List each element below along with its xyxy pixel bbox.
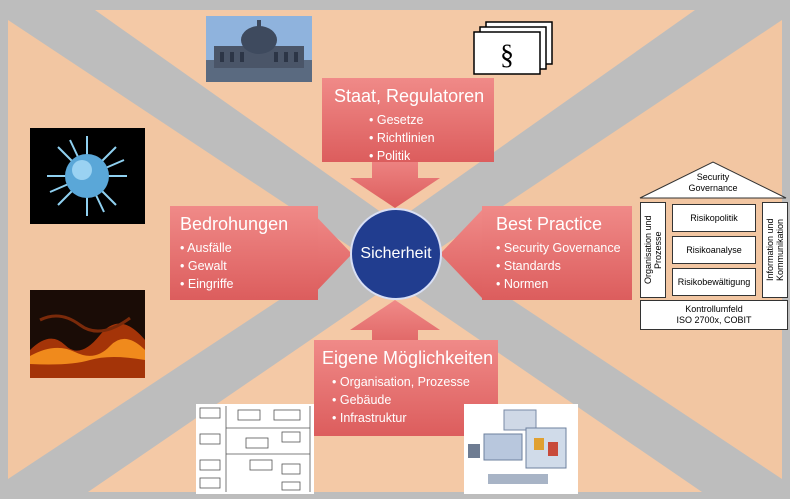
list-item: Standards [496,257,621,275]
governance-row: Risikoanalyse [672,236,756,264]
governance-left-pillar: Organisation und Prozesse [640,202,666,298]
infrastructure-image [464,404,578,494]
bottom-box-title: Eigene Möglichkeiten [322,348,494,368]
list-item: Organisation, Prozesse [332,373,493,391]
bottom-box-list: Organisation, Prozesse Gebäude Infrastru… [332,373,493,427]
center-label: Sicherheit [360,245,432,262]
list-item: Gesetze [369,111,484,129]
document-stack-icon: § [473,21,553,75]
top-box-list: Gesetze Richtlinien Politik [369,111,484,165]
left-box-title: Bedrohungen [180,214,289,234]
security-governance-model: Security Governance Organisation und Pro… [638,160,788,332]
right-arrow-head [440,210,482,298]
list-item: Normen [496,275,621,293]
bottom-box-text: Eigene Möglichkeiten Organisation, Proze… [322,348,493,427]
list-item: Richtlinien [369,129,484,147]
governance-roof-label: Security Governance [688,172,738,193]
list-item: Ausfälle [180,239,288,257]
virus-image [30,128,145,224]
governance-row: Risikobewältigung [672,268,756,296]
left-arrow-head [310,210,352,298]
list-item: Gebäude [332,391,493,409]
center-circle: Sicherheit [350,208,442,300]
list-item: Infrastruktur [332,409,493,427]
list-item: Security Governance [496,239,621,257]
right-box-list: Security Governance Standards Normen [496,239,621,293]
governance-base-line1: Kontrollumfeld [685,304,743,314]
list-item: Gewalt [180,257,288,275]
process-flowchart-image [196,404,314,494]
governance-base: Kontrollumfeld ISO 2700x, COBIT [640,300,788,330]
paragraph-symbol: § [500,40,514,71]
top-box-title: Staat, Regulatoren [334,86,485,106]
left-box-list: Ausfälle Gewalt Eingriffe [180,239,288,293]
governance-roof [639,161,787,199]
governance-row: Risikopolitik [672,204,756,232]
list-item: Politik [369,147,484,165]
right-pillar-label: Information und Kommunikation [765,218,785,282]
left-box-text: Bedrohungen Ausfälle Gewalt Eingriffe [180,214,288,293]
list-item: Eingriffe [180,275,288,293]
right-box-title: Best Practice [496,214,603,234]
top-arrow [350,152,440,208]
governance-base-line2: ISO 2700x, COBIT [676,315,752,325]
governance-right-pillar: Information und Kommunikation [762,202,788,298]
fire-image [30,290,145,378]
right-box-text: Best Practice Security Governance Standa… [496,214,621,293]
top-box-text: Staat, Regulatoren Gesetze Richtlinien P… [334,86,484,165]
left-pillar-label: Organisation und Prozesse [643,215,663,285]
parliament-building-image [206,16,312,82]
